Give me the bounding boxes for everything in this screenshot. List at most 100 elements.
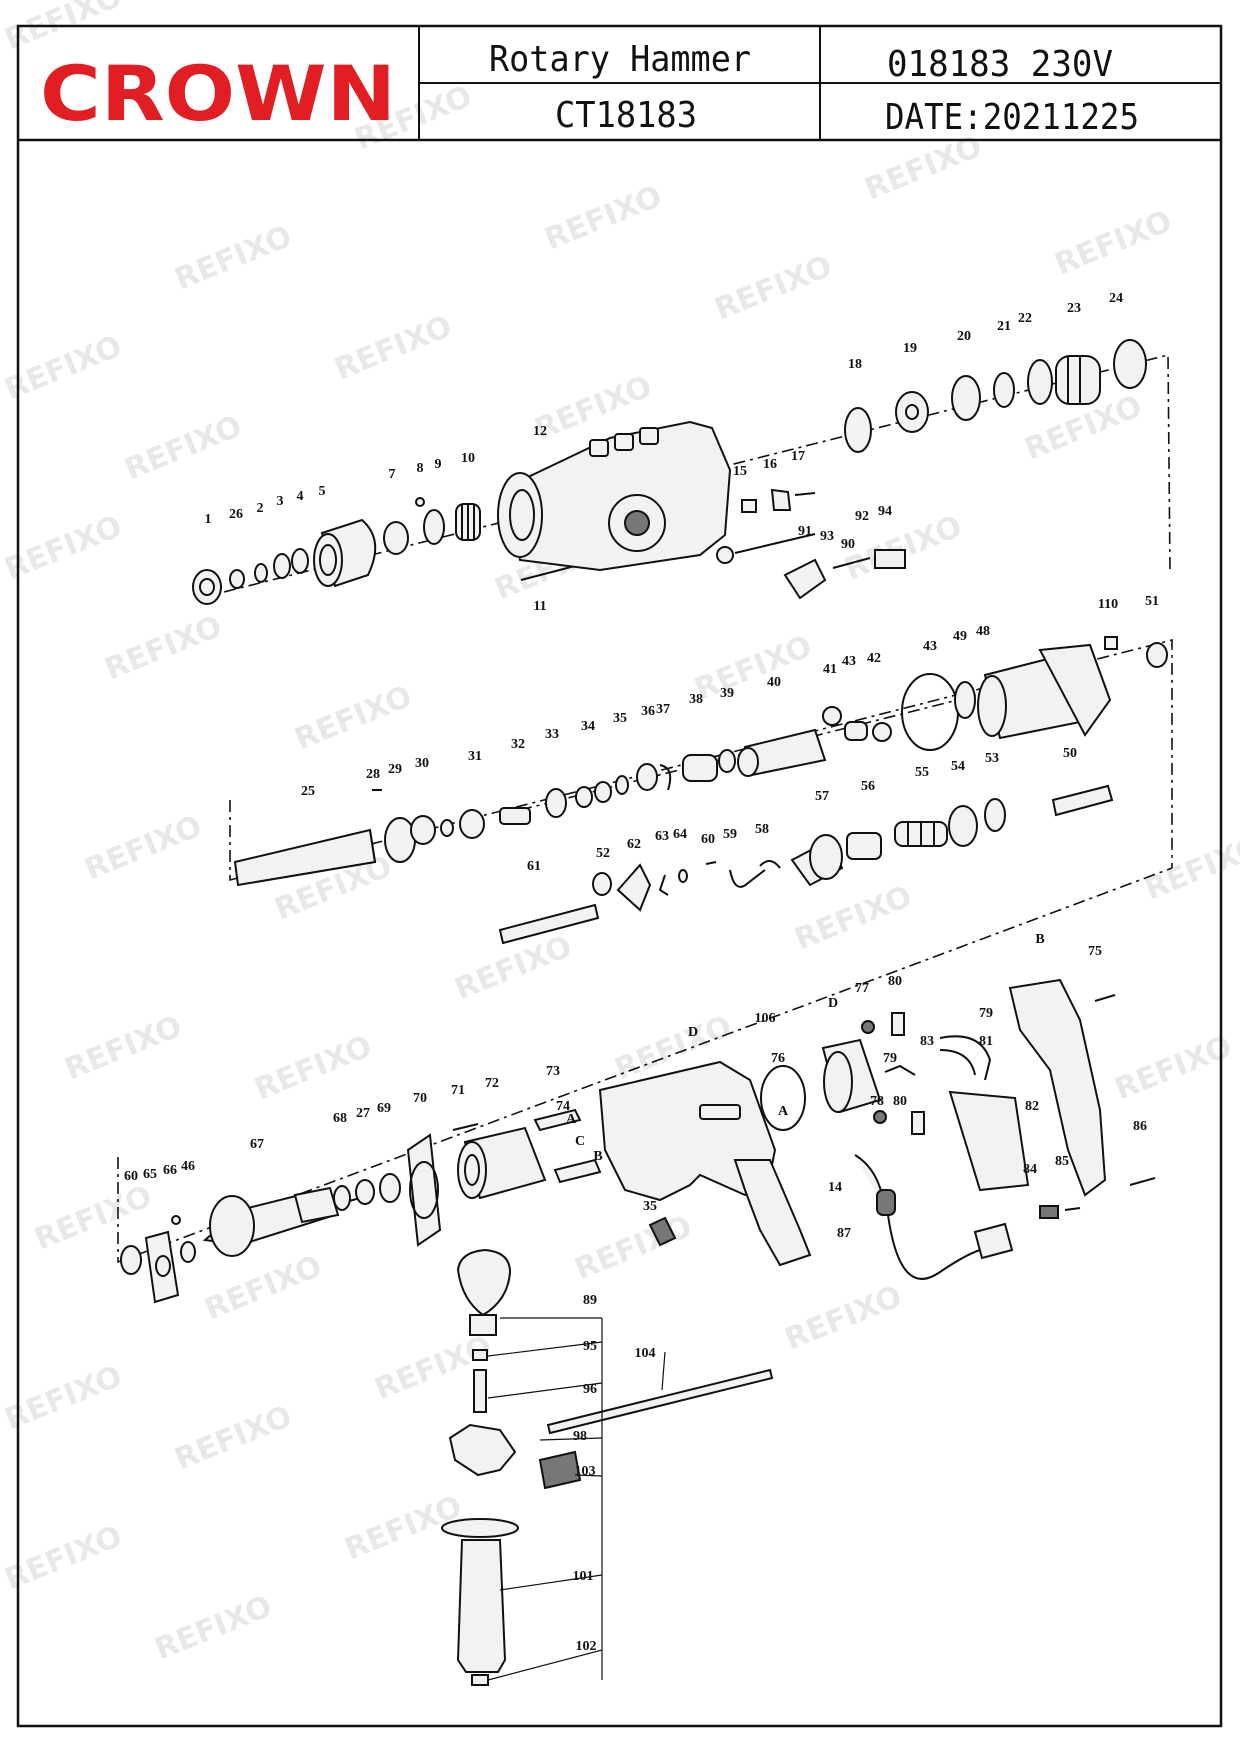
part-91-ring bbox=[716, 546, 734, 564]
part-callout: 81 bbox=[979, 1034, 993, 1049]
part-15-plate bbox=[741, 499, 757, 513]
part-callout: 70 bbox=[413, 1091, 427, 1106]
part-93-knob bbox=[783, 558, 827, 600]
gearbox-lower-group bbox=[498, 798, 1006, 945]
watermark-text: REFIXO bbox=[150, 1589, 277, 1667]
part-89-plug bbox=[973, 1222, 1014, 1260]
part-callout: 95 bbox=[583, 1339, 597, 1354]
part-callout: 1 bbox=[205, 512, 212, 527]
part-callout: 24 bbox=[1109, 291, 1123, 306]
part-20-ring bbox=[951, 375, 981, 421]
part-24-gear bbox=[1113, 339, 1147, 389]
watermark-text: REFIXO bbox=[570, 1209, 697, 1287]
watermark-layer: REFIXO REFIXO REFIXO REFIXO REFIXO REFIXO REFI… bbox=[0, 0, 1240, 1667]
part-7-ring bbox=[383, 521, 409, 555]
part-callout: 102 bbox=[576, 1639, 597, 1654]
part-callout: 4 bbox=[297, 489, 304, 504]
part-94-block bbox=[874, 549, 906, 569]
part-callout: 55 bbox=[915, 765, 929, 780]
part-callout: 65 bbox=[143, 1167, 157, 1182]
part-callout: 43 bbox=[923, 639, 937, 654]
part-callout: 71 bbox=[451, 1083, 465, 1098]
part-90-spring bbox=[832, 557, 871, 569]
part-callout: 101 bbox=[573, 1569, 594, 1584]
part-callout: 37 bbox=[656, 702, 670, 717]
part-callout: 19 bbox=[903, 341, 917, 356]
part-72-screw bbox=[452, 1123, 479, 1131]
part-79-brush-b bbox=[911, 1111, 925, 1135]
part-callout: 52 bbox=[596, 846, 610, 861]
part-82-screw bbox=[1094, 994, 1116, 1002]
part-23-spring bbox=[1055, 355, 1101, 405]
part-callout: 46 bbox=[181, 1159, 195, 1174]
part-9-ring bbox=[423, 509, 445, 545]
part-callout: 3 bbox=[277, 494, 284, 509]
part-callout: 58 bbox=[755, 822, 769, 837]
part-callout: 49 bbox=[953, 629, 967, 644]
part-35-ring bbox=[575, 786, 593, 808]
watermark-text: REFIXO bbox=[120, 409, 247, 487]
part-101-depth-rod bbox=[546, 1368, 774, 1435]
part-70-ring bbox=[379, 1173, 401, 1203]
part-85-capacitor bbox=[1039, 1205, 1059, 1219]
watermark-text: REFIXO bbox=[170, 219, 297, 297]
part-callout: 84 bbox=[1023, 1162, 1037, 1177]
part-34-ring bbox=[545, 788, 567, 818]
part-callout: 11 bbox=[533, 599, 546, 614]
watermark-text: REFIXO bbox=[80, 809, 207, 887]
part-callout: 14 bbox=[828, 1180, 842, 1195]
part-43-oring-b bbox=[872, 722, 892, 742]
part-callout: 18 bbox=[848, 357, 862, 372]
part-callout: 104 bbox=[635, 1346, 656, 1361]
part-84-switch bbox=[948, 1090, 1030, 1192]
part-40-ring bbox=[718, 749, 736, 773]
part-18-bearing bbox=[844, 407, 872, 453]
part-callout: 79 bbox=[979, 1006, 993, 1021]
part-32-ring bbox=[459, 809, 485, 839]
watermark-text: REFIXO bbox=[170, 1399, 297, 1477]
part-11-pin bbox=[520, 565, 576, 581]
watermark-text: REFIXO bbox=[1140, 829, 1240, 907]
part-callout: 22 bbox=[1018, 311, 1032, 326]
part-callout: 9 bbox=[435, 457, 442, 472]
part-callout: 66 bbox=[163, 1163, 177, 1178]
watermark-text: REFIXO bbox=[100, 609, 227, 687]
drawing-date: DATE:20211225 bbox=[885, 97, 1139, 138]
part-callout: 77 bbox=[855, 981, 869, 996]
part-callout: 93 bbox=[820, 529, 834, 544]
part-81-wire bbox=[939, 1035, 992, 1081]
part-callout: 27 bbox=[356, 1106, 370, 1121]
part-callout: 28 bbox=[366, 767, 380, 782]
part-callout: 63 bbox=[655, 829, 669, 844]
part-callout: 33 bbox=[545, 727, 559, 742]
part-callout: 50 bbox=[1063, 746, 1077, 761]
part-35-motor-housing bbox=[598, 1060, 777, 1202]
part-33-gear bbox=[499, 807, 531, 825]
part-71-baffle bbox=[406, 1133, 442, 1247]
part-65-bearing bbox=[120, 1245, 142, 1275]
watermark-text: REFIXO bbox=[200, 1249, 327, 1327]
part-callout: 43 bbox=[842, 654, 856, 669]
part-110-block bbox=[1104, 636, 1118, 650]
part-callout: 21 bbox=[997, 319, 1011, 334]
part-callout: 29 bbox=[388, 762, 402, 777]
part-callout: 10 bbox=[461, 451, 475, 466]
part-callout: C bbox=[575, 1134, 585, 1149]
part-4-ring bbox=[291, 548, 309, 574]
part-callout: 17 bbox=[791, 449, 805, 464]
part-callout: 41 bbox=[823, 662, 837, 677]
model-number: CT18183 bbox=[555, 95, 697, 136]
part-callout: D bbox=[688, 1025, 698, 1040]
part-callout: A bbox=[566, 1112, 577, 1127]
part-112-cap bbox=[471, 1674, 489, 1686]
part-callout: 75 bbox=[1088, 944, 1102, 959]
part-21-ring bbox=[993, 372, 1015, 408]
part-36-ring bbox=[615, 775, 629, 795]
part-callout: 25 bbox=[301, 784, 315, 799]
part-callout: 86 bbox=[1133, 1119, 1147, 1134]
part-102-handle-grip bbox=[456, 1539, 507, 1673]
part-61-washer bbox=[592, 872, 612, 896]
part-37-ring bbox=[636, 763, 658, 791]
part-60-ring bbox=[678, 869, 688, 883]
